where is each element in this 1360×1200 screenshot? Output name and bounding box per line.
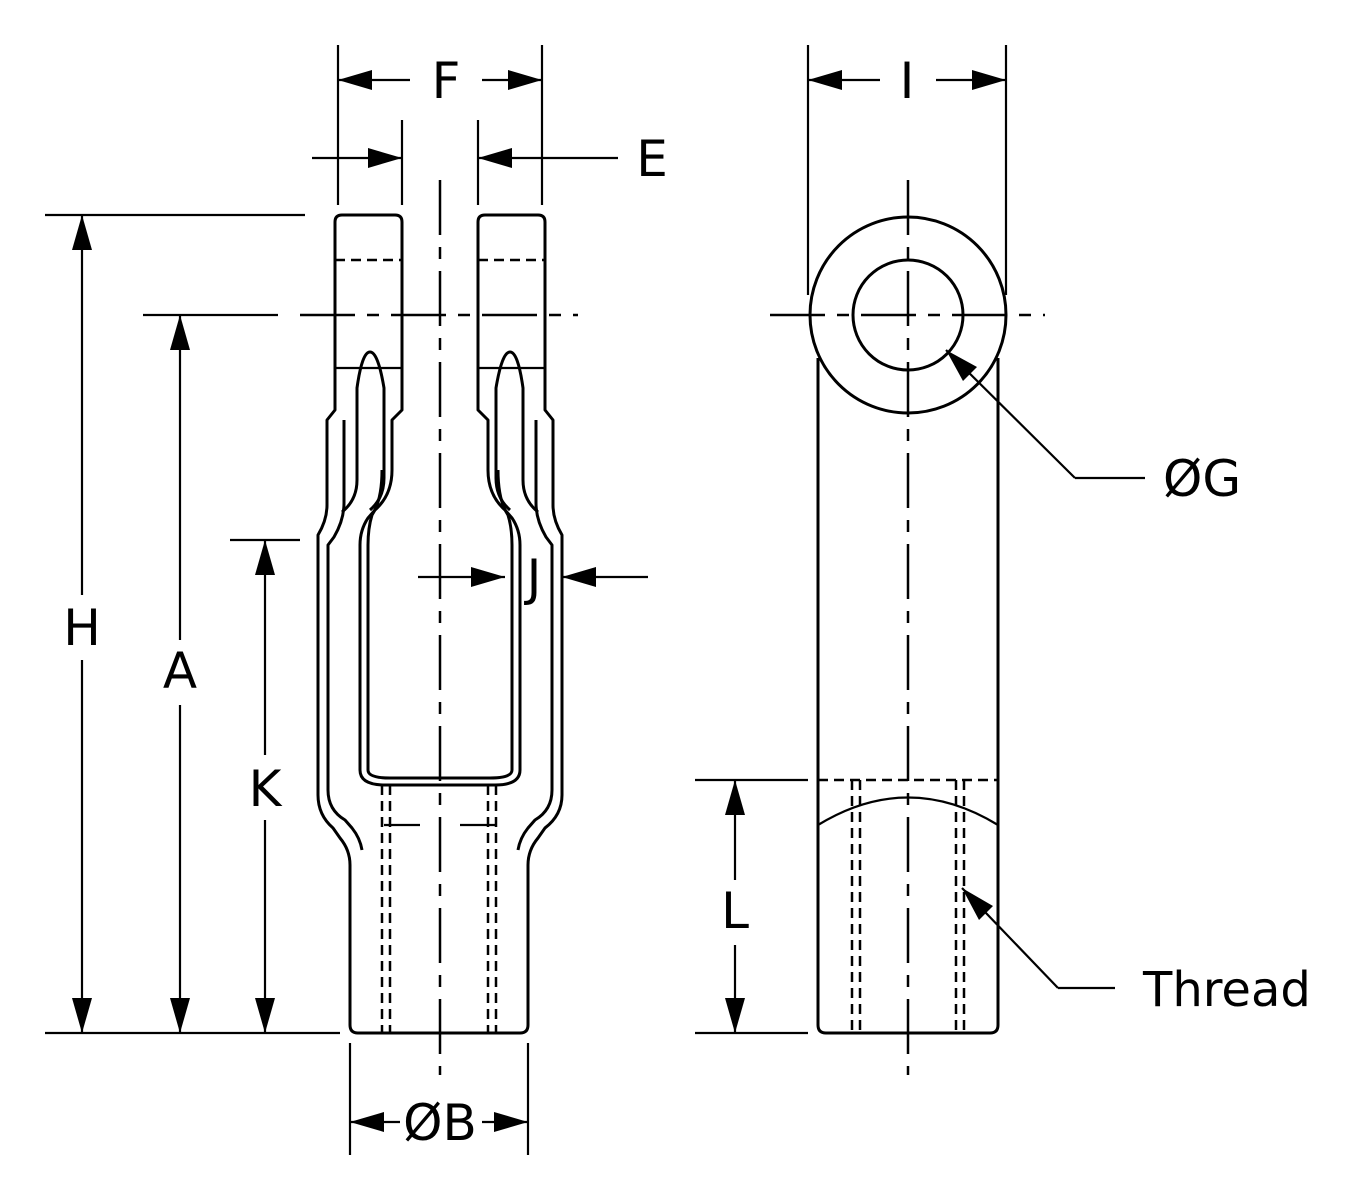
label-A: A [163, 642, 197, 700]
label-H: H [63, 599, 101, 657]
label-I: I [900, 52, 915, 110]
dimension-K: K [230, 538, 300, 1033]
dimension-L: L [695, 778, 808, 1035]
clevis-side-view [770, 180, 1045, 1075]
dimension-H: H [45, 213, 340, 1035]
clevis-front-view [300, 180, 578, 1075]
clevis-inner-outline [326, 420, 364, 851]
label-E: E [636, 130, 668, 188]
clevis-inner-outline-right [516, 420, 554, 851]
right-slot-tip-2 [494, 420, 512, 512]
label-F: F [432, 52, 461, 110]
dimension-J: J [418, 549, 648, 607]
dimension-B: ØB [348, 1043, 530, 1155]
label-L: L [721, 882, 749, 940]
dimension-thread: Thread [961, 887, 1311, 1018]
label-B: ØB [403, 1094, 477, 1152]
right-slot-tip [494, 350, 539, 514]
label-K: K [249, 760, 283, 818]
label-thread: Thread [1142, 962, 1311, 1018]
dimension-G: ØG [945, 349, 1241, 508]
left-slot-tip-2 [341, 420, 359, 514]
left-slot-tip [355, 350, 386, 512]
dimension-F: F [336, 45, 544, 205]
label-J: J [524, 549, 542, 607]
label-G: ØG [1163, 450, 1241, 508]
dimension-I: I [806, 45, 1008, 295]
clevis-outer-outline [316, 213, 564, 1035]
dimension-E: E [312, 120, 668, 205]
dimension-A: A [143, 313, 278, 1033]
